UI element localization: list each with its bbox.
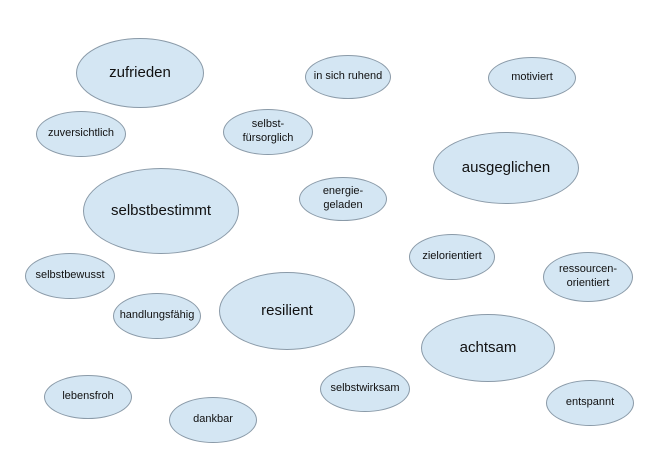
bubble-in-sich-ruhend: in sich ruhend [305, 55, 391, 99]
bubble-lebensfroh: lebensfroh [44, 375, 132, 419]
bubble-selbstwirksam: selbstwirksam [320, 366, 410, 412]
bubble-selbstfuersorglich: selbst- fürsorglich [223, 109, 313, 155]
bubble-ausgeglichen: ausgeglichen [433, 132, 579, 204]
bubble-handlungsfaehig: handlungsfähig [113, 293, 201, 339]
bubble-resilient: resilient [219, 272, 355, 350]
bubble-energiegeladen: energie- geladen [299, 177, 387, 221]
bubble-dankbar: dankbar [169, 397, 257, 443]
bubble-selbstbestimmt: selbstbestimmt [83, 168, 239, 254]
bubble-motiviert: motiviert [488, 57, 576, 99]
bubble-zielorientiert: zielorientiert [409, 234, 495, 280]
bubble-zufrieden: zufrieden [76, 38, 204, 108]
bubble-entspannt: entspannt [546, 380, 634, 426]
bubble-achtsam: achtsam [421, 314, 555, 382]
bubble-ressourcenorientiert: ressourcen- orientiert [543, 252, 633, 302]
bubble-selbstbewusst: selbstbewusst [25, 253, 115, 299]
bubble-zuversichtlich: zuversichtlich [36, 111, 126, 157]
